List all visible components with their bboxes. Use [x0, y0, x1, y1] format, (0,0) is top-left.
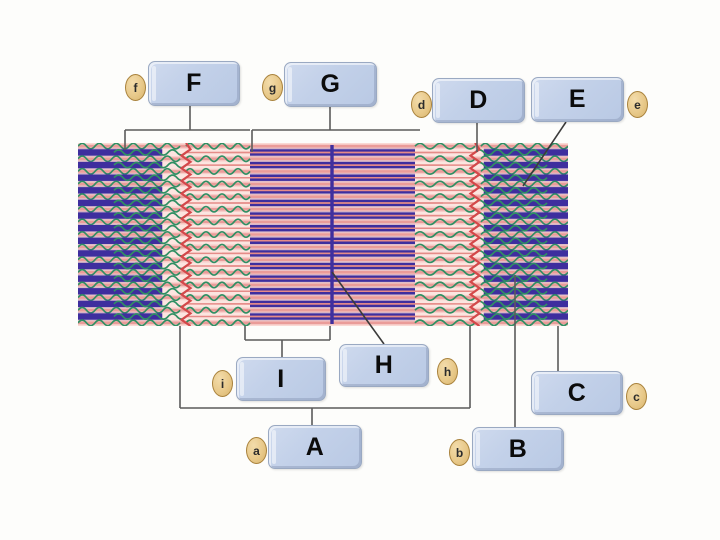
- pointer-h: [331, 271, 385, 345]
- bracket-f: [124, 106, 250, 150]
- tag-badge-h[interactable]: h: [437, 358, 458, 385]
- label-box-b[interactable]: B: [472, 427, 564, 471]
- label-box-a[interactable]: A: [268, 425, 362, 469]
- label-box-c[interactable]: C: [531, 371, 623, 415]
- sarcomere-band: [78, 143, 568, 326]
- label-box-h[interactable]: H: [339, 344, 429, 387]
- tag-badge-b[interactable]: b: [449, 439, 470, 466]
- label-box-d[interactable]: D: [432, 78, 525, 123]
- pointer-e: [522, 121, 567, 187]
- tag-badge-f[interactable]: f: [125, 74, 146, 101]
- label-box-g[interactable]: G: [284, 62, 377, 107]
- tag-badge-d[interactable]: d: [411, 91, 432, 118]
- label-box-e[interactable]: E: [531, 77, 624, 122]
- tag-badge-e[interactable]: e: [627, 91, 648, 118]
- bracket-g: [251, 107, 420, 152]
- sarcomere-filaments: [78, 143, 568, 326]
- label-box-f[interactable]: F: [148, 61, 240, 106]
- bracket-i: [244, 326, 331, 357]
- tag-badge-i[interactable]: i: [212, 370, 233, 397]
- bracket-a: [179, 326, 471, 425]
- label-box-i[interactable]: I: [236, 357, 326, 401]
- tag-badge-g[interactable]: g: [262, 74, 283, 101]
- tag-badge-a[interactable]: a: [246, 437, 267, 464]
- tag-badge-c[interactable]: c: [626, 383, 647, 410]
